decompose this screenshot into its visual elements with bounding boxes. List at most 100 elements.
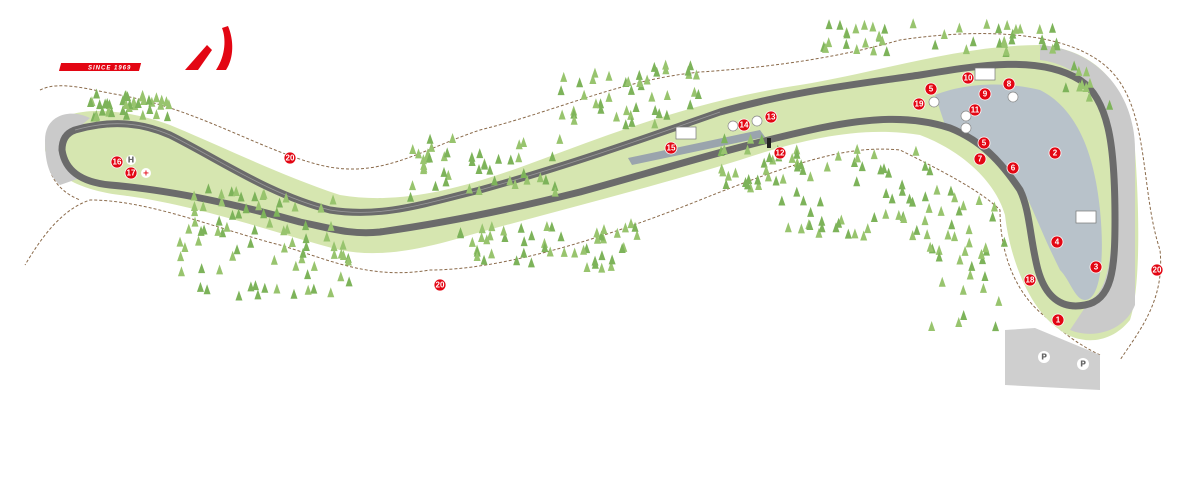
tree-icon: [190, 200, 198, 211]
tree-icon: [881, 23, 889, 34]
poi-marker-label: 18: [1026, 276, 1035, 285]
tree-icon: [806, 220, 814, 231]
poi-marker[interactable]: 4: [1050, 235, 1064, 249]
tree-icon: [282, 192, 290, 203]
poi-marker[interactable]: 20: [433, 278, 447, 292]
tree-icon: [655, 108, 663, 119]
tree-icon: [507, 154, 515, 165]
poi-marker[interactable]: 17: [124, 166, 138, 180]
poi-marker-label: 9: [983, 90, 988, 99]
poi-marker[interactable]: 9: [978, 87, 992, 101]
poi-marker[interactable]: 18: [1023, 273, 1037, 287]
poi-marker[interactable]: 2: [1048, 146, 1062, 160]
tree-icon: [651, 118, 659, 129]
tree-icon: [627, 218, 635, 229]
poi-marker[interactable]: 13: [764, 110, 778, 124]
tree-icon: [612, 111, 620, 122]
tree-icon: [409, 180, 417, 191]
tree-icon: [1106, 99, 1114, 110]
tree-icon: [880, 163, 888, 174]
tree-icon: [96, 99, 104, 110]
tree-icon: [938, 276, 946, 287]
tree-icon: [191, 216, 199, 227]
tree-icon: [337, 271, 345, 282]
tree-icon: [912, 145, 920, 156]
tree-icon: [799, 164, 807, 175]
tree-icon: [481, 159, 489, 170]
tree-icon: [327, 220, 335, 231]
tree-icon: [597, 98, 605, 109]
tree-icon: [648, 91, 656, 102]
tree-icon: [836, 19, 844, 30]
tree-icon: [597, 230, 605, 241]
tree-icon: [523, 174, 531, 185]
tree-icon: [745, 173, 753, 184]
tree-icon: [720, 133, 728, 144]
tree-icon: [955, 22, 963, 33]
toilets-showers-icon: [675, 67, 1097, 224]
poi-marker-label: 3: [1094, 263, 1099, 272]
parking-sign[interactable]: P: [1038, 351, 1050, 363]
tree-icon: [520, 236, 528, 247]
tree-icon: [631, 221, 639, 232]
tree-icon: [259, 190, 267, 201]
tree-icon: [731, 167, 739, 178]
poi-marker[interactable]: 10: [961, 71, 975, 85]
tree-icon: [940, 29, 948, 40]
tree-icon: [457, 228, 465, 239]
tree-icon: [608, 254, 616, 265]
parking-sign[interactable]: P: [1077, 358, 1089, 370]
tree-icon: [229, 250, 237, 261]
tree-icon: [724, 170, 732, 181]
tree-icon: [560, 246, 568, 257]
tree-icon: [570, 114, 578, 125]
tree-icon: [627, 84, 635, 95]
tree-icon: [576, 77, 584, 88]
tree-icon: [310, 283, 318, 294]
tree-icon: [488, 248, 496, 259]
poi-marker[interactable]: 5: [924, 82, 938, 96]
poi-marker[interactable]: 5: [977, 136, 991, 150]
tree-icon: [1003, 19, 1011, 30]
tree-icon: [204, 183, 212, 194]
tree-icon: [557, 85, 565, 96]
tree-icon: [853, 43, 861, 54]
poi-marker[interactable]: 14: [737, 118, 751, 132]
tree-icon: [158, 94, 166, 105]
tree-icon: [196, 281, 204, 292]
poi-marker[interactable]: 3: [1089, 260, 1103, 274]
poi-marker-label: 7: [978, 155, 983, 164]
poi-marker[interactable]: 6: [1006, 161, 1020, 175]
tree-icon: [747, 182, 755, 193]
medical-cross-icon: +: [141, 168, 151, 178]
tree-icon: [663, 109, 671, 120]
poi-marker[interactable]: 15: [664, 141, 678, 155]
tree-icon: [981, 270, 989, 281]
poi-marker[interactable]: 16: [110, 155, 124, 169]
tree-icon: [145, 94, 153, 105]
tree-icon: [255, 200, 263, 211]
tree-icon: [442, 176, 450, 187]
poi-marker[interactable]: 20: [1150, 263, 1164, 277]
tree-icon: [302, 220, 310, 231]
tree-icon: [1049, 43, 1057, 54]
poi-marker[interactable]: 12: [773, 146, 787, 160]
tree-icon: [480, 254, 488, 265]
tree-icon: [591, 67, 599, 78]
poi-marker[interactable]: 19: [912, 97, 926, 111]
poi-marker[interactable]: 1: [1051, 313, 1065, 327]
poi-marker[interactable]: 11: [968, 103, 982, 117]
tree-icon: [449, 133, 457, 144]
tree-icon: [909, 18, 917, 29]
tree-icon: [468, 156, 476, 167]
tree-icon: [551, 180, 559, 191]
poi-marker[interactable]: 7: [973, 152, 987, 166]
poi-marker[interactable]: 20: [283, 151, 297, 165]
tree-icon: [299, 247, 307, 258]
tree-icon: [551, 186, 559, 197]
tree-icon: [844, 228, 852, 239]
poi-marker[interactable]: 8: [1002, 77, 1016, 91]
bicycle-icon: [928, 96, 972, 122]
tree-icon: [443, 147, 451, 158]
tree-icon: [283, 223, 291, 234]
